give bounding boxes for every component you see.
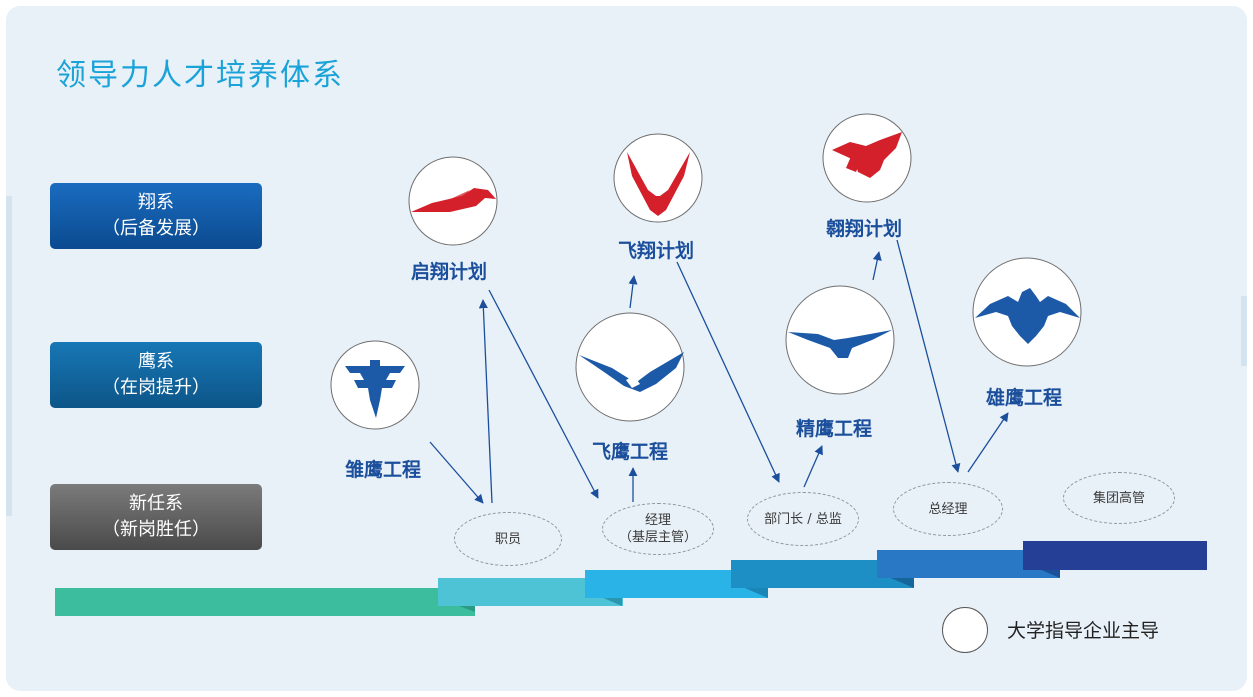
arrow-feixiang-to-depthead	[676, 261, 780, 483]
panel-edge-right	[1241, 296, 1247, 366]
progression-arrows	[429, 239, 1009, 504]
arrow-staff-to-qixiang	[478, 299, 493, 504]
position-manager: 经理 （基层主管）	[602, 503, 714, 555]
label-feiying: 飞鹰工程	[592, 441, 669, 463]
label-feixiang: 飞翔计划	[618, 240, 695, 262]
red-eagle-v-icon	[627, 152, 690, 216]
position-gm: 总经理	[893, 482, 1003, 536]
position-staff-label: 职员	[494, 531, 521, 547]
circle-feiying	[575, 312, 685, 422]
label-aoxiang: 翱翔计划	[826, 218, 903, 240]
arrow-qixiang-to-manager	[488, 289, 599, 499]
arrow-gm-to-xiongying	[967, 412, 1009, 473]
position-manager-label: 经理	[644, 513, 671, 528]
arrow-aoxiang-to-gm	[896, 239, 961, 473]
tier-xinren: 新任系 （新岗胜任）	[50, 484, 262, 550]
blue-eagle-spread-icon	[975, 288, 1080, 344]
legend-circle-icon	[942, 607, 988, 653]
label-xiongying: 雄鹰工程	[986, 387, 1063, 409]
career-staircase	[55, 541, 1207, 616]
tier-xinren-name: 新任系	[129, 493, 183, 514]
position-exec-label: 集团高管	[1092, 490, 1145, 506]
position-staff: 职员	[454, 512, 562, 566]
stair-step-1	[55, 588, 475, 616]
tier-xinren-desc: （新岗胜任）	[102, 519, 210, 540]
label-chuying: 雏鹰工程	[345, 459, 422, 481]
arrow-depthead-to-jingying	[803, 445, 823, 488]
label-qixiang: 启翔计划	[411, 261, 488, 283]
tier-ying-name: 鹰系	[138, 351, 174, 372]
position-exec: 集团高管	[1063, 472, 1175, 524]
position-manager-sublabel: （基层主管）	[618, 530, 697, 545]
arrow-feiying-to-feixiang	[628, 275, 638, 309]
tier-ying-desc: （在岗提升）	[102, 377, 210, 398]
blue-eagle-glide-icon	[788, 330, 892, 358]
legend-label: 大学指导企业主导	[1007, 620, 1160, 642]
tier-ying: 鹰系 （在岗提升）	[50, 342, 262, 408]
position-gm-label: 总经理	[928, 501, 968, 517]
arrow-jingying-to-aoxiang	[872, 251, 882, 281]
blue-eagle-emblem-icon	[345, 360, 405, 418]
red-eagle-wing-icon	[411, 188, 496, 212]
stair-step-6	[1023, 541, 1207, 570]
red-eagle-flying-icon	[832, 132, 902, 178]
tier-xiang-name: 翔系	[138, 192, 174, 213]
tier-xiang-desc: （后备发展）	[102, 218, 210, 239]
position-dept-head-label: 部门长 / 总监	[764, 511, 842, 527]
page-title: 领导力人才培养体系	[56, 58, 344, 93]
label-jingying: 精鹰工程	[796, 418, 873, 440]
tier-xiang: 翔系 （后备发展）	[50, 183, 262, 249]
arrow-chuying-to-staff	[429, 441, 484, 504]
blue-eagle-wing-icon	[579, 352, 684, 392]
panel-edge-left	[6, 196, 12, 516]
position-dept-head: 部门长 / 总监	[747, 492, 859, 546]
